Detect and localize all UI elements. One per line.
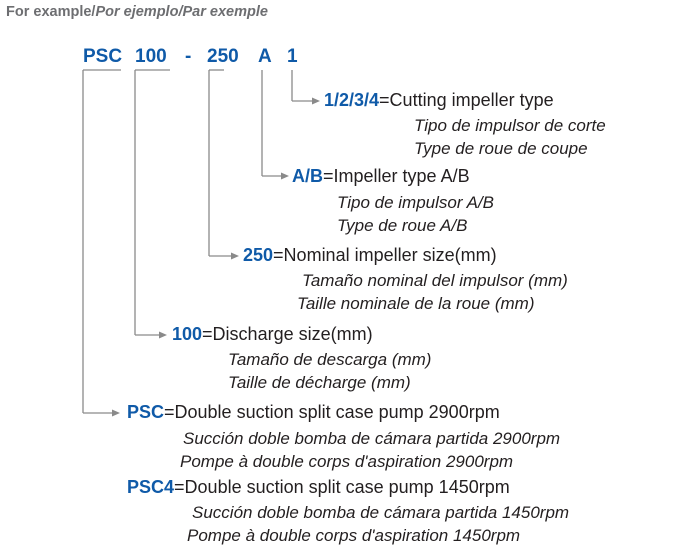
connector-impeller-size (208, 69, 239, 260)
connector-cutting-type (291, 70, 320, 105)
entry-french: Pompe à double corps d'aspiration 1450rp… (187, 526, 521, 545)
entry-english: =Double suction split case pump 1450rpm (174, 477, 510, 497)
entry-french: Type de roue A/B (337, 216, 468, 235)
connector-series (82, 69, 121, 417)
entry-key: A/B (292, 166, 323, 186)
entry-spanish: Succión doble bomba de cámara partida 14… (192, 503, 570, 522)
code-segment-discharge: 100 (135, 46, 167, 67)
code-segment-impeller-type: A (258, 46, 272, 67)
entry-english: =Nominal impeller size(mm) (273, 245, 497, 265)
entry-english: =Impeller type A/B (323, 166, 470, 186)
connector-discharge (134, 69, 170, 339)
header-suffix: Por ejemplo/Par exemple (95, 4, 268, 20)
entry-spanish: Tamaño de descarga (mm) (228, 350, 432, 369)
entry-spanish: Tamaño nominal del impulsor (mm) (302, 271, 568, 290)
entry-series-psc4: PSC4=Double suction split case pump 1450… (127, 477, 510, 498)
entry-spanish: Tipo de impulsor de corte (414, 116, 606, 135)
entry-spanish: Succión doble bomba de cámara partida 29… (183, 429, 561, 448)
entry-french: Taille de décharge (mm) (228, 373, 411, 392)
example-header: For example/Por ejemplo/Par exemple (6, 4, 268, 20)
entry-key: 250 (243, 245, 274, 265)
entry-impeller-type: A/B=Impeller type A/B (292, 166, 470, 187)
code-segment-impeller-size: 250 (207, 46, 239, 67)
entry-cutting-type: 1/2/3/4=Cutting impeller type (324, 90, 554, 111)
code-segment-series: PSC (83, 46, 123, 67)
entry-french: Taille nominale de la roue (mm) (297, 294, 535, 313)
entry-french: Pompe à double corps d'aspiration 2900rp… (180, 452, 514, 471)
header-prefix: For example/ (6, 4, 96, 20)
entry-english: =Double suction split case pump 2900rpm (164, 402, 500, 422)
entry-english: =Discharge size(mm) (202, 324, 373, 344)
entry-key: 1/2/3/4 (324, 90, 380, 110)
code-segment-cutting-type: 1 (287, 46, 298, 67)
code-segment-dash: - (185, 46, 192, 67)
entry-english: =Cutting impeller type (379, 90, 554, 110)
entry-discharge: 100=Discharge size(mm) (172, 324, 373, 345)
connector-impeller-type (261, 70, 289, 180)
entry-spanish: Tipo de impulsor A/B (337, 193, 495, 212)
entry-impeller-size: 250=Nominal impeller size(mm) (243, 245, 497, 266)
entry-key: PSC4 (127, 477, 175, 497)
entry-french: Type de roue de coupe (414, 139, 588, 158)
entry-key: 100 (172, 324, 203, 344)
entry-series-psc: PSC=Double suction split case pump 2900r… (127, 402, 500, 423)
entry-key: PSC (127, 402, 165, 422)
